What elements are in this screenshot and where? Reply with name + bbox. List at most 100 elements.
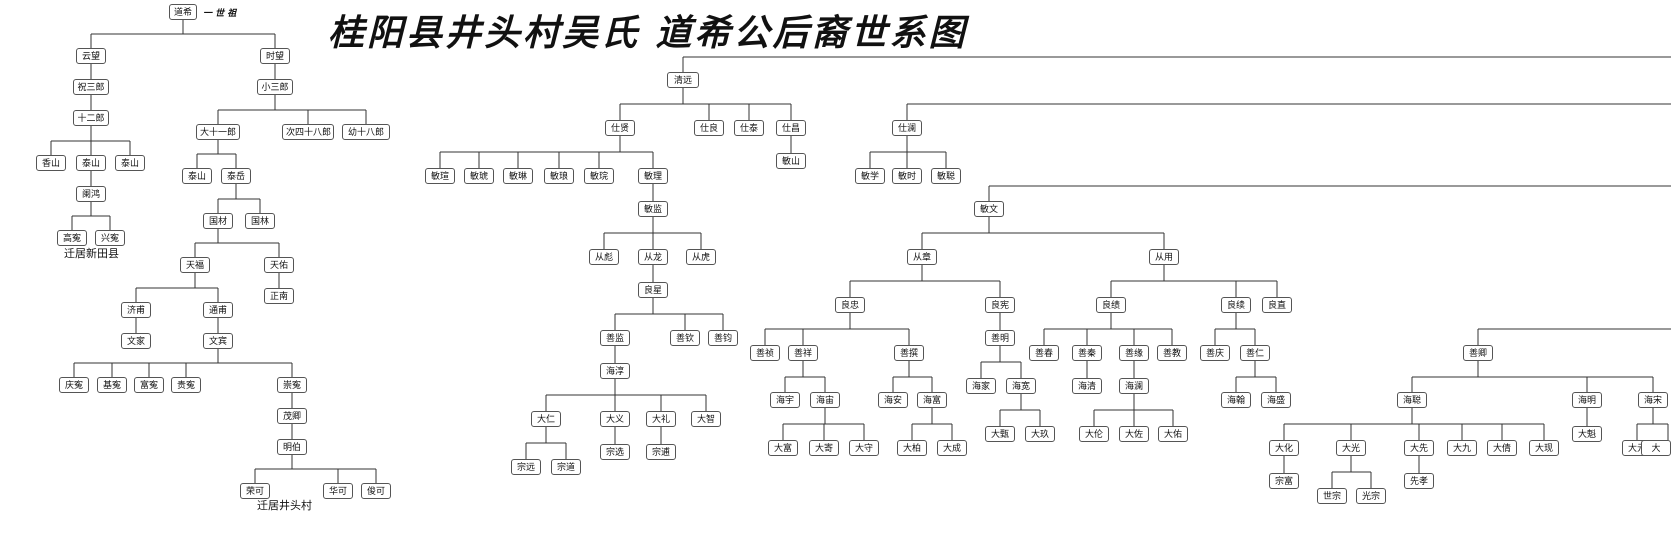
person-node-daoxi[interactable]: 道希 bbox=[169, 4, 197, 20]
person-node-haikuan[interactable]: 海宽 bbox=[1006, 378, 1036, 394]
person-node-huake[interactable]: 华可 bbox=[323, 483, 353, 499]
person-node-guocai[interactable]: 国材 bbox=[203, 213, 233, 229]
person-node-rongke[interactable]: 荣可 bbox=[240, 483, 270, 499]
person-node-chongchong[interactable]: 崇寃 bbox=[277, 377, 307, 393]
person-node-shixian[interactable]: 仕贤 bbox=[605, 120, 635, 136]
person-node-haifu[interactable]: 海富 bbox=[917, 392, 947, 408]
person-node-minwan[interactable]: 敏琓 bbox=[584, 168, 614, 184]
person-node-shanxiang[interactable]: 善祥 bbox=[788, 345, 818, 361]
person-node-dazuo[interactable]: 大佐 bbox=[1119, 426, 1149, 442]
person-node-minshi[interactable]: 敏时 bbox=[892, 168, 922, 184]
person-node-guolin[interactable]: 国林 bbox=[245, 213, 275, 229]
person-node-haihan[interactable]: 海翰 bbox=[1221, 392, 1251, 408]
person-node-dazhi[interactable]: 大智 bbox=[691, 411, 721, 427]
person-node-shanqing[interactable]: 善庆 bbox=[1200, 345, 1230, 361]
person-node-tianyou[interactable]: 天佑 bbox=[264, 257, 294, 273]
person-node-liangxu[interactable]: 良续 bbox=[1221, 297, 1251, 313]
person-node-daqian[interactable]: 大倩 bbox=[1487, 440, 1517, 456]
person-node-guichong[interactable]: 贵寃 bbox=[171, 377, 201, 393]
person-node-qingyuan[interactable]: 清远 bbox=[667, 72, 699, 88]
person-node-xingchong[interactable]: 兴寃 bbox=[95, 230, 125, 246]
person-node-shanjun[interactable]: 善钧 bbox=[708, 330, 738, 346]
person-node-jinan[interactable]: 济甫 bbox=[121, 302, 151, 318]
person-node-shanming[interactable]: 善明 bbox=[985, 330, 1015, 346]
person-node-zhengnan[interactable]: 正南 bbox=[264, 288, 294, 304]
person-node-gaochong[interactable]: 高寃 bbox=[57, 230, 87, 246]
person-node-xiaosanlang[interactable]: 小三郎 bbox=[257, 79, 293, 95]
person-node-hailan[interactable]: 海澜 bbox=[1119, 378, 1149, 394]
person-node-daxian2[interactable]: 大现 bbox=[1529, 440, 1559, 456]
person-node-shiwang[interactable]: 时望 bbox=[260, 48, 290, 64]
person-node-haisong[interactable]: 海宋 bbox=[1638, 392, 1668, 408]
person-node-shanzhuan[interactable]: 善撰 bbox=[894, 345, 924, 361]
person-node-zongxuan[interactable]: 宗选 bbox=[600, 444, 630, 460]
person-node-haicong[interactable]: 海聪 bbox=[1397, 392, 1427, 408]
person-node-yunwang[interactable]: 云望 bbox=[76, 48, 106, 64]
person-node-haiyu[interactable]: 海宇 bbox=[770, 392, 800, 408]
person-node-qingchong[interactable]: 庆寃 bbox=[59, 377, 89, 393]
person-node-dayi[interactable]: 大义 bbox=[600, 411, 630, 427]
person-node-wenbin[interactable]: 文宾 bbox=[203, 333, 233, 349]
person-node-dakui[interactable]: 大魁 bbox=[1572, 426, 1602, 442]
person-node-shanjian[interactable]: 善监 bbox=[600, 330, 630, 346]
person-node-minshan[interactable]: 敏山 bbox=[776, 153, 806, 169]
person-node-zongxun[interactable]: 宗逋 bbox=[646, 444, 676, 460]
person-node-liangzhong[interactable]: 良忠 bbox=[835, 297, 865, 313]
person-node-dacheng[interactable]: 大成 bbox=[937, 440, 967, 456]
person-node-dashiyilang[interactable]: 大十一郎 bbox=[196, 124, 240, 140]
person-node-shanqin2[interactable]: 善秦 bbox=[1072, 345, 1102, 361]
person-node-conglong[interactable]: 从龙 bbox=[638, 249, 668, 265]
person-node-dalun[interactable]: 大伦 bbox=[1079, 426, 1109, 442]
person-node-zongyuan[interactable]: 宗远 bbox=[511, 459, 541, 475]
person-node-minhu[interactable]: 敏琥 bbox=[464, 168, 494, 184]
person-node-shanchun[interactable]: 善春 bbox=[1029, 345, 1059, 361]
person-node-mingbo[interactable]: 明伯 bbox=[277, 439, 307, 455]
person-node-dae[interactable]: 大 bbox=[1641, 440, 1671, 456]
person-node-zongfu[interactable]: 宗富 bbox=[1269, 473, 1299, 489]
person-node-taishan2[interactable]: 泰山 bbox=[115, 155, 145, 171]
person-node-haisheng[interactable]: 海盛 bbox=[1261, 392, 1291, 408]
person-node-minli[interactable]: 敏理 bbox=[638, 168, 668, 184]
person-node-liangxing[interactable]: 良星 bbox=[638, 282, 668, 298]
person-node-haiqing[interactable]: 海清 bbox=[1072, 378, 1102, 394]
person-node-shitai[interactable]: 仕泰 bbox=[734, 120, 764, 136]
person-node-congbiao[interactable]: 从彪 bbox=[589, 249, 619, 265]
person-node-dazhen[interactable]: 大甄 bbox=[985, 426, 1015, 442]
person-node-xiangshan[interactable]: 香山 bbox=[36, 155, 66, 171]
person-node-lanhong[interactable]: 阑鸿 bbox=[76, 186, 106, 202]
person-node-shizong[interactable]: 世宗 bbox=[1317, 488, 1347, 504]
person-node-zhusanlang[interactable]: 祝三郎 bbox=[73, 79, 109, 95]
person-node-mincong[interactable]: 敏聪 bbox=[931, 168, 961, 184]
person-node-haian[interactable]: 海安 bbox=[878, 392, 908, 408]
person-node-minlang[interactable]: 敏琅 bbox=[544, 168, 574, 184]
person-node-dajiu2[interactable]: 大九 bbox=[1447, 440, 1477, 456]
person-node-youshiba[interactable]: 幼十八郎 bbox=[342, 124, 390, 140]
person-node-dajiu[interactable]: 大玖 bbox=[1025, 426, 1055, 442]
person-node-fuchong[interactable]: 富寃 bbox=[134, 377, 164, 393]
person-node-cisishiba[interactable]: 次四十八郎 bbox=[282, 124, 334, 140]
person-node-taishan1[interactable]: 泰山 bbox=[76, 155, 106, 171]
person-node-jichong[interactable]: 基寃 bbox=[97, 377, 127, 393]
person-node-shanjiao[interactable]: 善教 bbox=[1157, 345, 1187, 361]
person-node-minwen[interactable]: 敏文 bbox=[974, 201, 1004, 217]
person-node-guangzong[interactable]: 光宗 bbox=[1356, 488, 1386, 504]
person-node-daxian[interactable]: 大先 bbox=[1404, 440, 1434, 456]
person-node-dashou[interactable]: 大守 bbox=[849, 440, 879, 456]
person-node-minlin[interactable]: 敏琳 bbox=[503, 168, 533, 184]
person-node-shierlang[interactable]: 十二郎 bbox=[73, 110, 109, 126]
person-node-tianfu[interactable]: 天福 bbox=[180, 257, 210, 273]
person-node-shichang[interactable]: 仕昌 bbox=[776, 120, 806, 136]
person-node-shiliang[interactable]: 仕良 bbox=[694, 120, 724, 136]
person-node-dabai[interactable]: 大柏 bbox=[897, 440, 927, 456]
person-node-liangxian[interactable]: 良宪 bbox=[985, 297, 1015, 313]
person-node-shanren[interactable]: 善仁 bbox=[1240, 345, 1270, 361]
person-node-dahua[interactable]: 大化 bbox=[1269, 440, 1299, 456]
person-node-taiyue[interactable]: 泰岳 bbox=[221, 168, 251, 184]
person-node-minjian[interactable]: 敏监 bbox=[638, 201, 668, 217]
person-node-haijia[interactable]: 海家 bbox=[966, 378, 996, 394]
person-node-haichun[interactable]: 海淳 bbox=[600, 363, 630, 379]
person-node-maoqing[interactable]: 茂卿 bbox=[277, 408, 307, 424]
person-node-conghu[interactable]: 从虎 bbox=[686, 249, 716, 265]
person-node-daji[interactable]: 大寄 bbox=[809, 440, 839, 456]
person-node-liangzhi[interactable]: 良直 bbox=[1262, 297, 1292, 313]
